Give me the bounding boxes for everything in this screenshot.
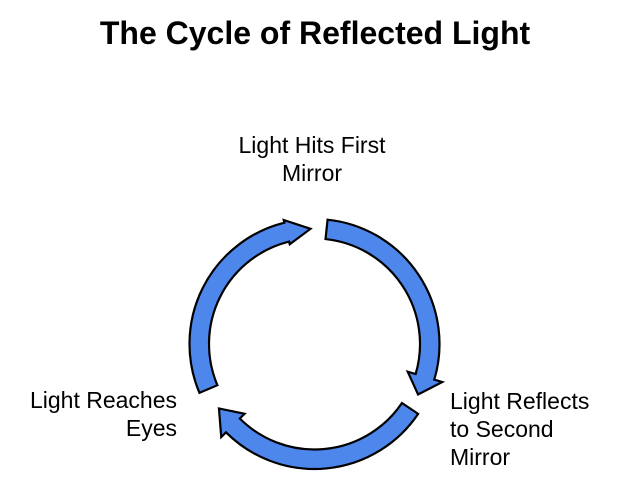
node-light-hits-first-mirror: Light Hits First Mirror — [238, 132, 386, 186]
node-light-reflects-to-second-mirror: Light Reflects to Second Mirror — [450, 388, 590, 470]
cycle-arrow-left-to-top — [188, 218, 313, 395]
cycle-arrow-bottom-to-left — [217, 401, 420, 471]
cycle-arrow-top-to-right — [324, 218, 446, 397]
diagram-title: The Cycle of Reflected Light — [99, 15, 531, 51]
node-light-reaches-eyes: Light Reaches Eyes — [29, 387, 177, 441]
